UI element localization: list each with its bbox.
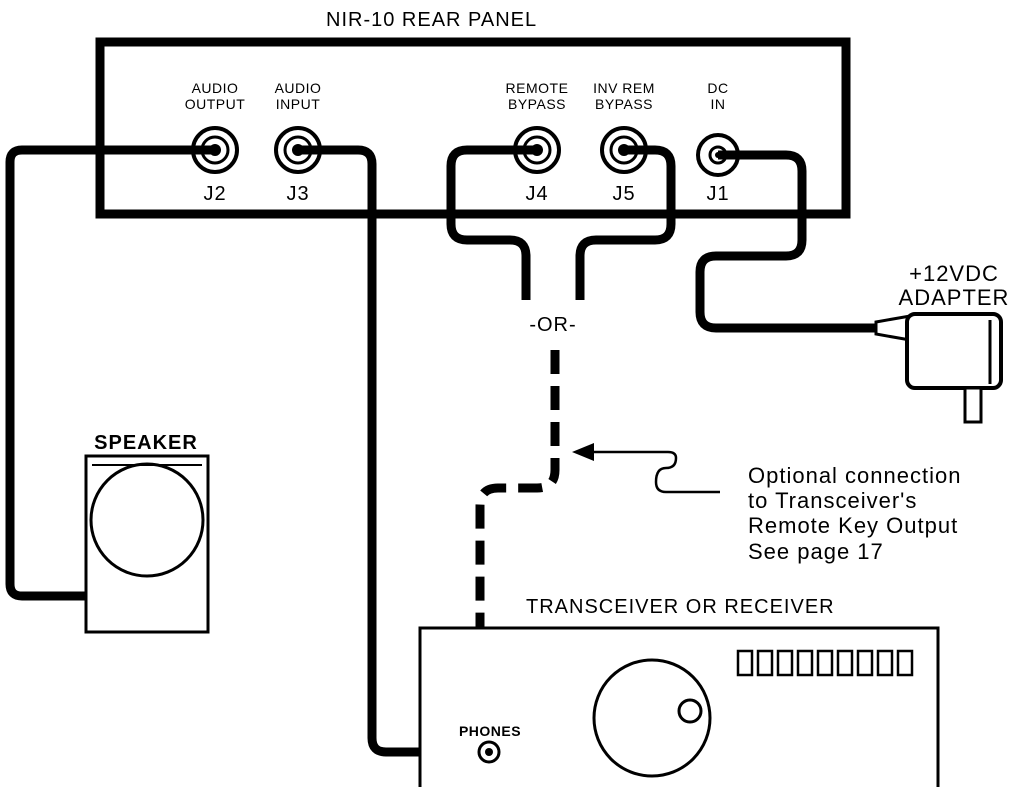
adapter-label-line1: +12VDC (909, 261, 999, 286)
frequency-display (736, 649, 914, 677)
jack-label-line2: INPUT (276, 96, 321, 112)
phones-label: PHONES (459, 723, 521, 739)
jack-label-line2: BYPASS (508, 96, 566, 112)
optional-dashed-cable (475, 350, 560, 630)
note-line2: to Transceiver's (748, 488, 917, 513)
jack-id: J4 (525, 183, 548, 205)
speaker-label: SPEAKER (94, 432, 198, 454)
jack-label-line1: AUDIO (275, 80, 322, 96)
jack-j3: AUDIO INPUT J3 (274, 80, 322, 205)
jack-id: J3 (286, 183, 309, 205)
note-line1: Optional connection (748, 463, 961, 488)
or-label: -OR- (529, 314, 576, 336)
phones-cable (298, 145, 484, 757)
transceiver: PHONES (418, 626, 940, 787)
note-line3: Remote Key Output (748, 513, 958, 538)
jack-label-line1: DC (707, 80, 728, 96)
jack-label-line2: BYPASS (595, 96, 653, 112)
jack-label-line2: IN (711, 96, 726, 112)
speaker-cable (5, 145, 215, 601)
adapter-label-line2: ADAPTER (899, 285, 1010, 310)
tuning-knob (592, 658, 712, 778)
note-line4: See page 17 (748, 539, 884, 564)
jack-id: J1 (706, 183, 729, 205)
dc-cable (695, 150, 876, 333)
jack-label-line1: INV REM (593, 80, 655, 96)
speaker (84, 454, 210, 634)
jack-j4: REMOTE BYPASS J4 (506, 80, 569, 205)
jack-label-line2: OUTPUT (185, 96, 246, 112)
panel-title: NIR-10 REAR PANEL (326, 9, 537, 31)
j5-cable (575, 145, 676, 300)
arrow-head-icon (572, 443, 594, 461)
jack-label-line1: AUDIO (192, 80, 239, 96)
callout-arrow-line (582, 450, 720, 494)
speaker-cone (89, 462, 205, 578)
jack-j2: AUDIO OUTPUT J2 (185, 80, 246, 205)
jack-j1: DC IN J1 (696, 80, 740, 205)
jack-id: J2 (203, 183, 226, 205)
jack-id: J5 (612, 183, 635, 205)
j4-cable (446, 145, 537, 300)
dc-adapter (874, 312, 1003, 424)
jack-label-line1: REMOTE (506, 80, 569, 96)
phones-jack (477, 740, 501, 764)
rear-panel-box (95, 37, 851, 219)
jack-j5: INV REM BYPASS J5 (593, 80, 655, 205)
radio-label: TRANSCEIVER OR RECEIVER (526, 596, 835, 618)
